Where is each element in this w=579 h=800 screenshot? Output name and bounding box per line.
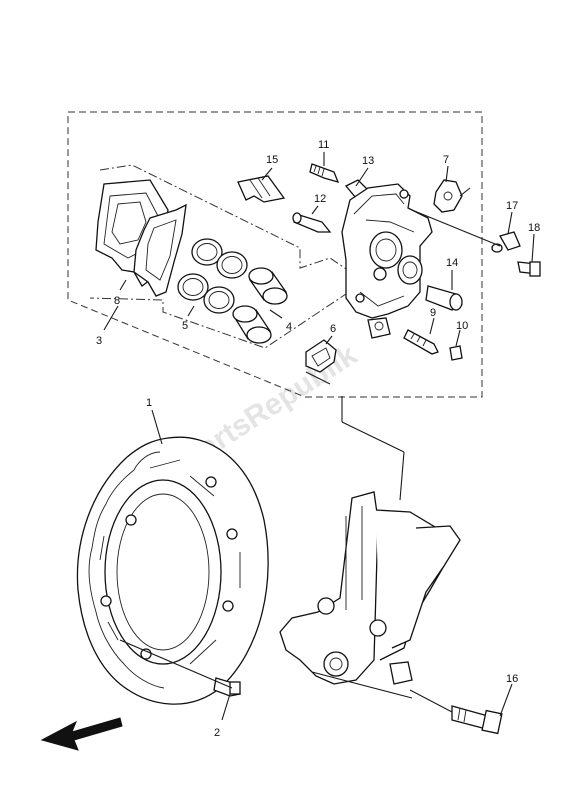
brake-disc — [76, 436, 269, 705]
fork-bracket — [279, 491, 461, 699]
disc-bolt — [119, 639, 241, 697]
callout-4: 4 — [286, 321, 292, 333]
retaining-screw — [403, 329, 439, 355]
callout-10: 10 — [456, 320, 468, 332]
callout-5: 5 — [182, 320, 188, 332]
caliper-assembly-outline — [67, 111, 483, 398]
callout-2: 2 — [214, 727, 220, 739]
leader-line-2 — [221, 693, 231, 721]
callout-1: 1 — [146, 397, 152, 409]
callout-15: 15 — [266, 154, 278, 166]
pistons — [232, 267, 288, 344]
callout-labels: 1 2 3 4 5 6 7 8 9 10 11 12 13 14 15 16 1… — [96, 139, 540, 739]
pad-pin — [425, 285, 463, 311]
callout-13: 13 — [362, 155, 374, 167]
leader-lines — [103, 152, 535, 347]
axle-bolt — [409, 683, 513, 735]
callout-12: 12 — [314, 193, 326, 205]
leader-line-1 — [151, 409, 163, 445]
piston-seals — [177, 238, 248, 314]
callout-9: 9 — [430, 307, 436, 319]
callout-11: 11 — [318, 139, 329, 151]
arrow-left-icon — [40, 717, 123, 751]
callout-14: 14 — [446, 257, 458, 269]
pad-support-clip — [305, 339, 337, 385]
callout-17: 17 — [506, 200, 518, 212]
bolt-18 — [517, 261, 541, 277]
bleed-screw — [309, 163, 340, 183]
hose-bracket — [433, 179, 471, 213]
union-bolt — [491, 231, 521, 253]
callout-8: 8 — [114, 295, 120, 307]
brake-pad-right — [133, 203, 187, 297]
callout-16: 16 — [506, 673, 518, 685]
plug — [449, 345, 463, 361]
assembly-guide-lines — [341, 396, 405, 501]
callout-3: 3 — [96, 335, 102, 347]
pad-pin-upper — [292, 212, 332, 233]
callout-6: 6 — [330, 323, 336, 335]
caliper-body — [341, 183, 433, 339]
pad-spring — [237, 175, 286, 203]
callout-18: 18 — [528, 222, 540, 234]
callout-7: 7 — [443, 154, 449, 166]
